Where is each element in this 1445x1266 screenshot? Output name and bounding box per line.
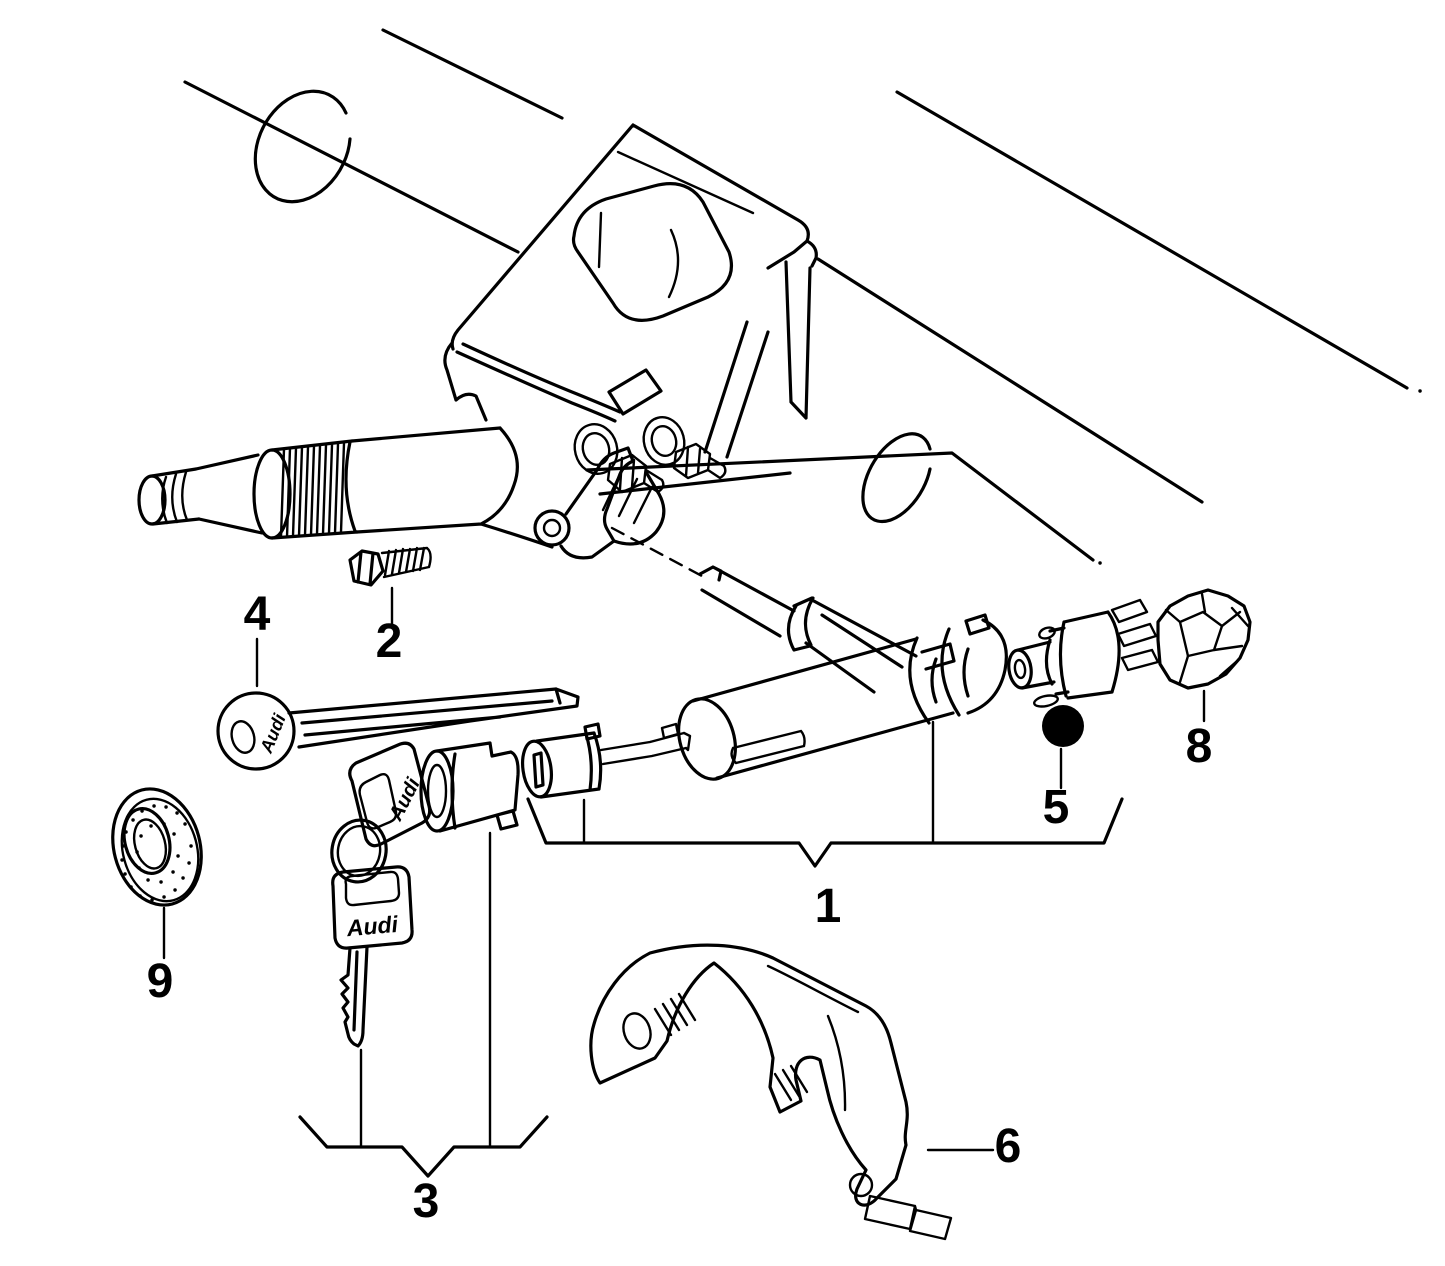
cover-pocket — [848, 1172, 874, 1198]
connector-outline — [1156, 588, 1252, 690]
housing-end-cap — [920, 613, 1008, 715]
grommet-hole — [122, 807, 172, 875]
line-end-dots — [1098, 389, 1422, 565]
housing-collar-bands — [908, 627, 970, 725]
cowl-line-right — [585, 90, 1409, 562]
shaft-outline — [150, 453, 264, 535]
cover-band-inner — [766, 964, 860, 1112]
callout-8: 8 — [1186, 720, 1213, 773]
connector-core — [1178, 610, 1224, 658]
key-spare-blade — [339, 945, 369, 1048]
cover-hatching-center — [773, 1064, 809, 1102]
cover-foot-bracket — [863, 1194, 953, 1241]
bracket-opening — [571, 182, 734, 322]
grommet-stipple — [120, 804, 193, 902]
column-tube — [350, 426, 554, 549]
highlight-marker-dot — [1042, 705, 1084, 747]
washer-right-inner — [650, 424, 678, 458]
dashboard-cowl — [183, 28, 1422, 565]
clamp-jaw — [612, 470, 666, 546]
key-spare-brand-text: Audi — [345, 911, 400, 941]
lock-cylinder-group-part3: Audi Audi — [330, 722, 692, 1048]
shear-bolt-part2 — [348, 546, 432, 587]
key-main-hole — [358, 772, 398, 830]
switch-body — [1016, 610, 1121, 700]
washer-right — [642, 416, 686, 466]
cowl-opening-right — [861, 432, 932, 524]
cover-hole — [622, 1012, 652, 1050]
lock-housing-part1 — [677, 565, 1008, 781]
connector-ribs — [1164, 592, 1250, 684]
clamp-hatching — [601, 470, 654, 525]
switch-top-hole — [1038, 626, 1056, 640]
housing-tube-slot — [730, 729, 806, 765]
key-spare-head — [331, 865, 414, 950]
column-clamp — [533, 446, 666, 560]
grommet-hole2 — [132, 818, 168, 870]
lock-cylinder-barrel — [520, 722, 692, 799]
sleeve-body — [435, 741, 520, 833]
switch-nose-face — [1007, 648, 1033, 690]
key-spare-hole — [344, 870, 401, 907]
group-bracket-1 — [526, 797, 1124, 868]
callout-9: 9 — [147, 955, 174, 1008]
sleeve-rim-inner — [426, 763, 448, 819]
bracket-opening-lines — [597, 150, 755, 299]
housing-tube — [691, 637, 955, 780]
clamp-eye-inner — [542, 518, 562, 538]
keyhole-slot — [532, 751, 545, 789]
clamp-eye — [533, 509, 571, 547]
switch-bottom-flange — [1033, 694, 1059, 708]
housing-arm — [804, 598, 918, 694]
key-blank-brand-text: Audi — [256, 710, 290, 756]
bolt-threads — [380, 546, 432, 579]
callout-leaders — [162, 586, 1206, 1178]
steering-shaft — [137, 426, 554, 549]
callout-4: 4 — [244, 588, 271, 641]
cowl-line-left — [183, 28, 564, 254]
switch-nose-inner — [1013, 658, 1027, 680]
bracket-tag-plate — [607, 368, 663, 416]
bolt-right — [672, 442, 727, 480]
washer-left — [573, 423, 619, 475]
switch-terminals — [1110, 598, 1160, 672]
housing-tube-opening — [677, 697, 737, 781]
barrel-body — [535, 722, 603, 799]
lock-cylinder-sleeve — [419, 741, 520, 833]
key-ring — [330, 818, 388, 884]
column-support-bracket — [443, 123, 818, 494]
grommet-part9 — [111, 787, 203, 907]
bracket-mount-bolts — [573, 416, 727, 494]
callout-5: 5 — [1043, 781, 1070, 834]
intermediate-shaft — [698, 565, 815, 652]
callout-1: 1 — [815, 880, 842, 933]
callout-3: 3 — [413, 1175, 440, 1228]
column-cover-part6 — [589, 943, 953, 1241]
leader-lines — [162, 586, 1206, 1152]
group-bracket-3 — [298, 1115, 549, 1178]
callout-labels: 1 2 3 4 5 6 8 9 — [147, 588, 1213, 1228]
ignition-switch-part5 — [1007, 598, 1160, 747]
washer-left-inner — [581, 431, 611, 467]
bracket-outline — [443, 123, 818, 459]
bolt-head — [348, 549, 385, 587]
grommet-outer2 — [120, 797, 200, 903]
barrel-rod — [599, 722, 692, 766]
assembly-dashed-line — [610, 526, 704, 578]
cowl-opening-left — [253, 89, 352, 204]
key-blank-hole — [230, 720, 256, 754]
callout-6: 6 — [995, 1120, 1022, 1173]
spline-teeth — [279, 441, 346, 539]
key-blank-head — [216, 691, 296, 771]
connector-part8 — [1156, 588, 1252, 690]
shaft-thread-rings — [161, 470, 189, 525]
cover-hatching-left — [653, 992, 697, 1037]
cover-outline — [589, 943, 909, 1207]
callout-2: 2 — [376, 615, 403, 668]
key-blank-blade — [287, 687, 580, 749]
grommet-outer — [111, 787, 203, 907]
